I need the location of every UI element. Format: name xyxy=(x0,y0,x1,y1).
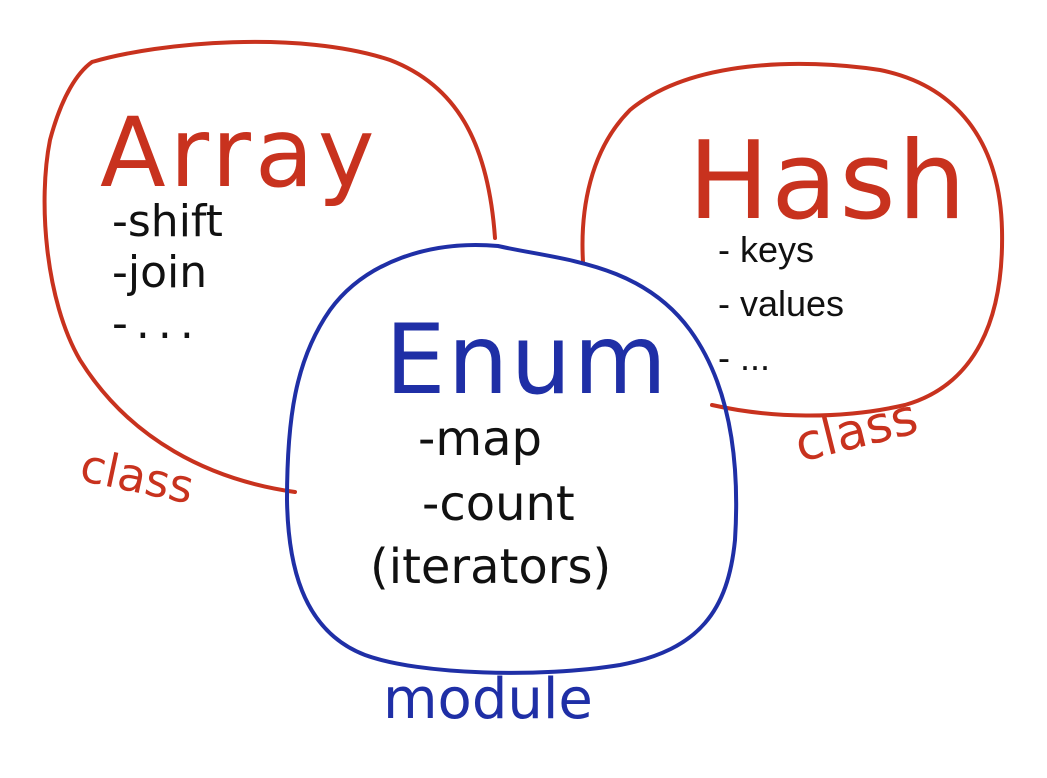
hash-blob xyxy=(580,61,1005,418)
enum-blob xyxy=(285,243,739,675)
hash-kind-label: class xyxy=(789,387,923,473)
hash-method-more: - ... xyxy=(718,337,770,378)
enum-note: (iterators) xyxy=(370,539,611,595)
hash-method-keys: - keys xyxy=(718,229,814,270)
enum-kind-label: module xyxy=(383,667,593,732)
array-kind-label: class xyxy=(76,438,199,515)
array-blob xyxy=(42,39,497,494)
array-title: Array xyxy=(100,97,379,209)
hash-title: Hash xyxy=(688,119,968,244)
array-method-join: -join xyxy=(112,247,207,298)
enum-method-count: -count xyxy=(422,476,575,532)
array-method-more: -... xyxy=(112,298,202,349)
hash-method-values: - values xyxy=(718,283,844,324)
enum-method-map: -map xyxy=(418,411,542,467)
array-method-shift: -shift xyxy=(112,196,223,247)
enum-title: Enum xyxy=(385,304,669,416)
